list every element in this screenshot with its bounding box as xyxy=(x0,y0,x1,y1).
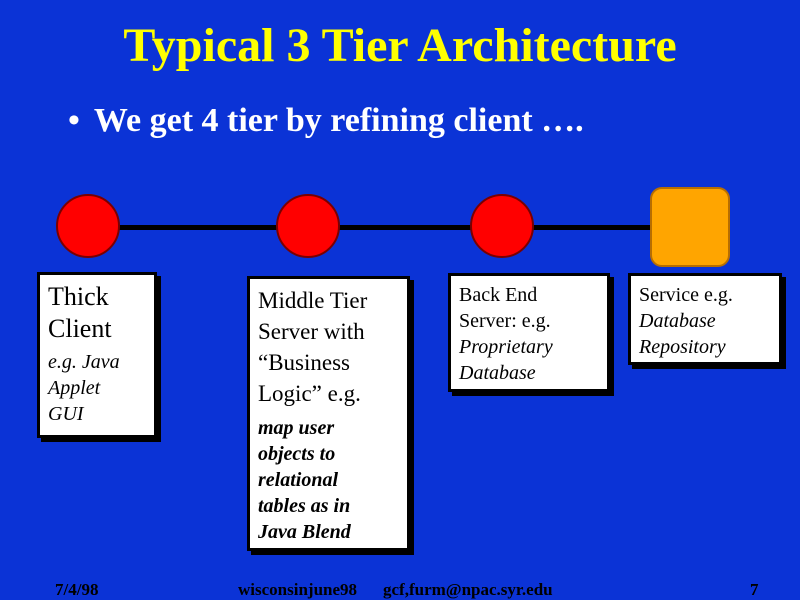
service-box: Service e.g. Database Repository xyxy=(628,273,782,365)
thick-client-box: Thick Client e.g. Java Applet GUI xyxy=(37,272,157,438)
service-node xyxy=(650,187,730,267)
bullet-symbol: • xyxy=(68,102,80,139)
box-detail-line: relational xyxy=(258,469,339,491)
middle-tier-node xyxy=(276,194,340,258)
box-detail-line: Database xyxy=(639,310,716,332)
box-detail-line: e.g. Java xyxy=(48,351,120,373)
bullet-text: We get 4 tier by refining client …. xyxy=(93,102,584,139)
box-detail-line: map user xyxy=(258,417,335,439)
box-detail-line: objects to xyxy=(258,443,336,465)
box-heading-line: Server: e.g. xyxy=(459,310,551,332)
box-detail-line: GUI xyxy=(48,403,84,425)
footer-date: 7/4/98 xyxy=(55,580,99,599)
footer-page-number: 7 xyxy=(750,580,759,599)
bullet-point: • We get 4 tier by refining client …. xyxy=(68,100,584,142)
middle-tier-box: Middle Tier Server with “Business Logic”… xyxy=(247,276,410,551)
footer-email: gcf,furm@npac.syr.edu xyxy=(383,580,553,599)
footer-event: wisconsinjune98 xyxy=(238,580,358,599)
slide-title: Typical 3 Tier Architecture xyxy=(123,19,677,72)
client-node xyxy=(56,194,120,258)
box-detail-line: Applet xyxy=(48,377,101,399)
tier-connector-line xyxy=(88,225,688,230)
box-heading-line: Back End xyxy=(459,284,538,306)
back-end-node xyxy=(470,194,534,258)
back-end-server-box: Back End Server: e.g. Proprietary Databa… xyxy=(448,273,610,392)
box-detail-line: Repository xyxy=(639,336,726,358)
box-heading-line: Thick xyxy=(48,282,109,311)
box-detail-line: tables as in xyxy=(258,495,351,517)
box-detail-line: Database xyxy=(459,362,536,384)
box-heading-line: Server with xyxy=(258,319,365,344)
box-heading-line: Client xyxy=(48,314,112,343)
box-heading-line: “Business xyxy=(258,350,350,375)
box-heading-line: Middle Tier xyxy=(258,288,368,313)
box-detail-line: Proprietary xyxy=(459,336,553,358)
box-heading-line: Logic” e.g. xyxy=(258,381,361,406)
box-heading-line: Service e.g. xyxy=(639,284,733,306)
box-detail-line: Java Blend xyxy=(258,521,351,543)
